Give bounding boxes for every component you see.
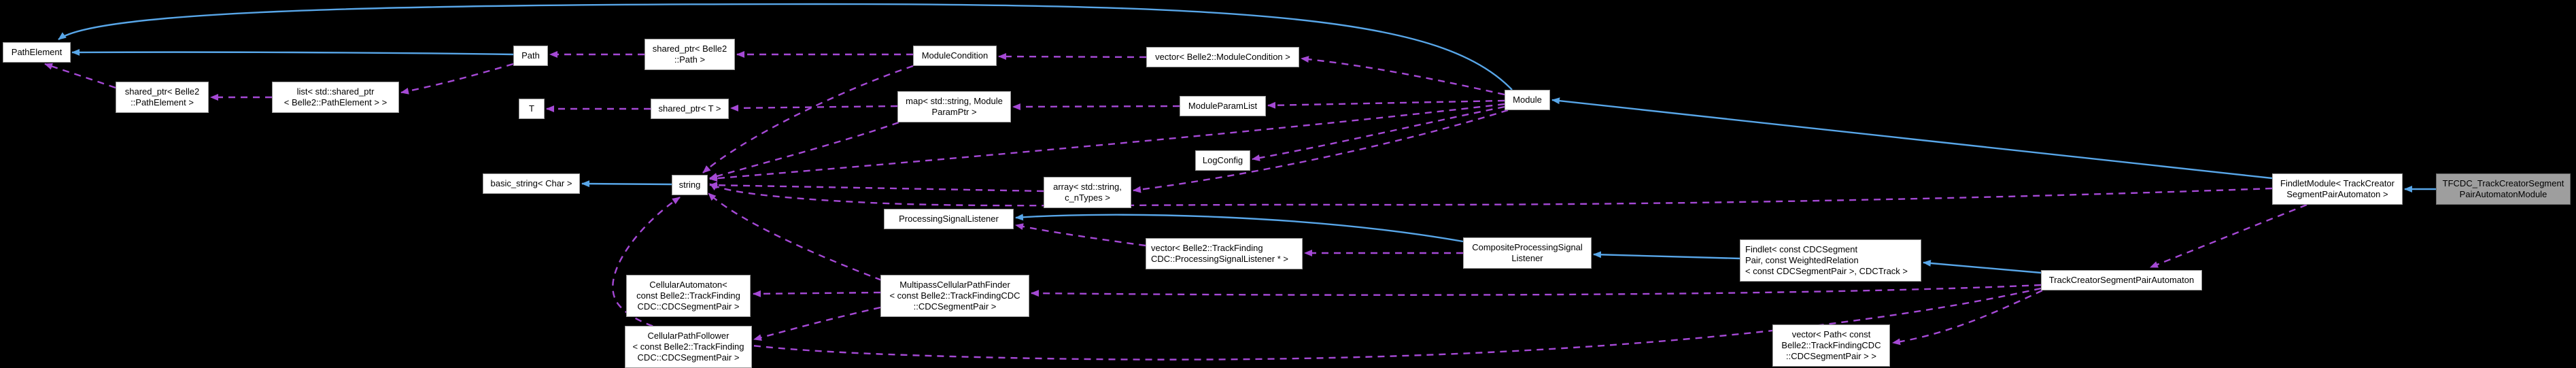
- edge-module--array: [1133, 109, 1509, 193]
- class-node-vector-processingsignallistener[interactable]: vector< Belle2::TrackFinding CDC::Proces…: [1146, 238, 1303, 269]
- edge-vectorpsl--processingsignallistener: [1015, 223, 1146, 247]
- class-node-processingsignallistener[interactable]: ProcessingSignalListener: [884, 209, 1014, 229]
- edge-trackcreator--findlet: [1923, 259, 2042, 274]
- edge-module--logconfig: [1252, 105, 1505, 161]
- class-node-multipasscellularpathfinder[interactable]: MultipassCellularPathFinder < const Bell…: [880, 275, 1029, 317]
- class-node-map-string-moduleparamptr[interactable]: map< std::string, Module ParamPtr >: [897, 91, 1011, 122]
- class-node-vector-path-cdcsegmentpair[interactable]: vector< Path< const Belle2::TrackFinding…: [1772, 324, 1890, 367]
- edge-trackcreator--vectorpath: [1892, 289, 2043, 346]
- edge-multipass--cellularpathfollower: [753, 306, 881, 341]
- edge-modulecondition--string: [702, 65, 914, 173]
- class-node-pathelement[interactable]: PathElement: [3, 42, 71, 63]
- class-node-module[interactable]: Module: [1505, 90, 1550, 110]
- class-node-compositeprocessingsignallistener[interactable]: CompositeProcessingSignal Listener: [1463, 237, 1592, 269]
- class-node-moduleparamlist[interactable]: ModuleParamList: [1180, 96, 1266, 116]
- edges-group: [44, 3, 2436, 361]
- class-node-sharedptr-belle2-path[interactable]: shared_ptr< Belle2 ::Path >: [645, 39, 735, 70]
- class-node-cellularautomaton[interactable]: CellularAutomaton< const Belle2::TrackFi…: [626, 275, 751, 317]
- edge-multipass--string: [708, 193, 882, 282]
- edge-findletmodule--string: [709, 182, 2273, 207]
- edge-multipass--cellularautomaton: [753, 290, 881, 297]
- class-node-path[interactable]: Path: [513, 46, 548, 66]
- class-node-list-sharedptr-pathelement[interactable]: list< std::shared_ptr < Belle2::PathElem…: [272, 82, 399, 113]
- edge-path--pathelement: [71, 48, 514, 56]
- class-node-findlet[interactable]: Findlet< const CDCSegment Pair, const We…: [1740, 239, 1921, 282]
- class-node-sharedptr-pathelement[interactable]: shared_ptr< Belle2 ::PathElement >: [116, 82, 209, 113]
- edge-trackcreator--string: [612, 197, 2042, 361]
- class-node-modulecondition[interactable]: ModuleCondition: [913, 46, 997, 66]
- edge-sharedptrpe--pathelement: [44, 63, 116, 89]
- class-node-sharedptr-t[interactable]: shared_ptr< T >: [651, 99, 729, 119]
- edge-map--string: [709, 121, 899, 180]
- class-node-logconfig[interactable]: LogConfig: [1195, 150, 1250, 171]
- edge-findlet--composite: [1593, 251, 1740, 260]
- edge-module--string: [709, 103, 1505, 182]
- class-node-cellularpathfollower[interactable]: CellularPathFollower < const Belle2::Tra…: [625, 326, 752, 368]
- class-node-vector-belle2-modulecondition[interactable]: vector< Belle2::ModuleCondition >: [1146, 47, 1299, 67]
- edge-map--sharedptrt: [730, 104, 898, 112]
- class-node-array-std-string[interactable]: array< std::string, c_nTypes >: [1044, 177, 1131, 208]
- class-node-tfcdc-trackcreatorsegmentpairautomatonmodule[interactable]: TFCDC_TrackCreatorSegment PairAutomatonM…: [2436, 173, 2571, 205]
- edge-vectormc--modulecondition: [998, 53, 1147, 61]
- edge-composite--processingsignallistener: [1015, 214, 1464, 243]
- class-node-t[interactable]: T: [519, 99, 545, 119]
- edge-array--string: [709, 182, 1044, 193]
- edge-moduleparamlist--map: [1012, 103, 1180, 110]
- edge-module--pathelement: [58, 3, 1513, 90]
- class-node-basic-string-char[interactable]: basic_string< Char >: [483, 173, 580, 194]
- edge-module--moduleparamlist: [1267, 99, 1505, 109]
- edge-trackcreator--multipass: [1031, 284, 2042, 297]
- class-node-trackcreatorsegmentpairautomaton[interactable]: TrackCreatorSegmentPairAutomaton: [2041, 270, 2202, 290]
- edge-findletmodule--trackcreator: [2150, 203, 2307, 269]
- class-node-string[interactable]: string: [672, 175, 708, 195]
- class-node-findletmodule[interactable]: FindletModule< TrackCreator SegmentPairA…: [2272, 173, 2403, 205]
- edge-path--list: [400, 63, 514, 95]
- edge-module--vectormc: [1301, 56, 1505, 96]
- edge-findletmodule--module: [1551, 97, 2273, 180]
